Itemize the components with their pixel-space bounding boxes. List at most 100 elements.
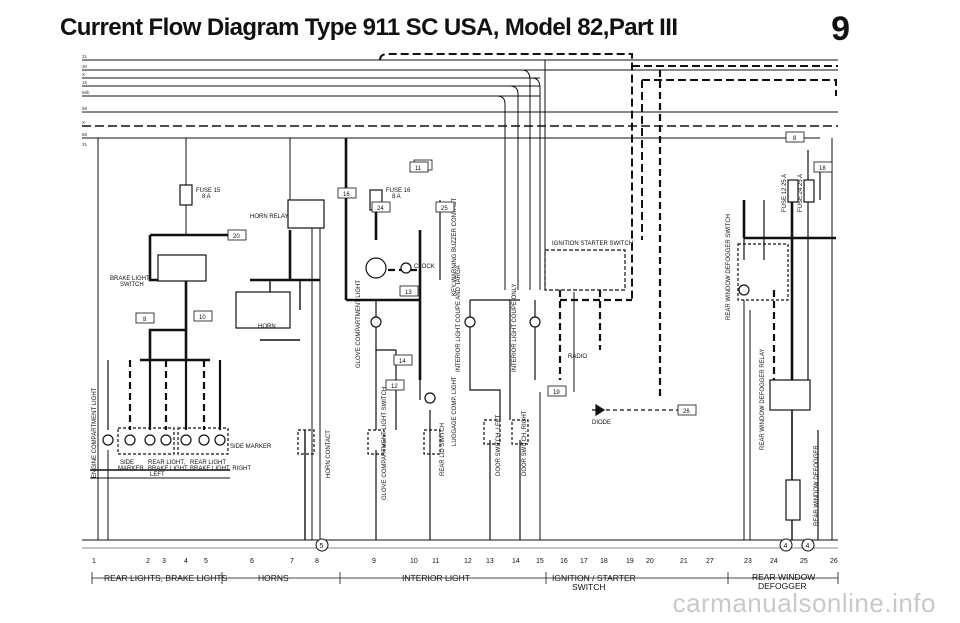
svg-text:8: 8	[793, 136, 797, 142]
bus-label-layer: 31 30 X 15 56b 58 X 58 31	[82, 54, 90, 147]
svg-text:11: 11	[415, 166, 422, 172]
column-number: 12	[464, 558, 472, 565]
tag-t16: 16	[337, 187, 357, 199]
interior-light-coupe-icon	[529, 316, 541, 328]
clock-lamp-icon	[400, 262, 412, 274]
rear-light-left-2-icon	[160, 434, 172, 446]
rear-light-right-label-2: BRAKE LIGHT, RIGHT	[190, 466, 251, 472]
svg-text:26: 26	[683, 409, 690, 415]
column-number: 16	[560, 558, 568, 565]
tag-t26: 26	[677, 404, 697, 416]
svg-text:8: 8	[143, 317, 147, 323]
svg-text:19: 19	[553, 390, 560, 396]
rear-lid-switch-label: REAR LID SWITCH	[440, 423, 446, 476]
column-number: 19	[626, 558, 634, 565]
horn-icon	[235, 291, 291, 329]
bus-label: 31	[82, 142, 88, 147]
section-rule	[91, 572, 839, 584]
rear-light-right-2-icon	[198, 434, 210, 446]
rear-light-box-right	[177, 427, 229, 455]
column-number: 21	[680, 558, 688, 565]
interior-light-label: INTERIOR LIGHT COUPE AND TARGA	[456, 265, 462, 372]
bus-label: 56b	[82, 90, 90, 95]
luggage-light-icon	[424, 392, 436, 404]
svg-text:12: 12	[391, 384, 398, 390]
rear-lid-switch-icon	[423, 429, 441, 455]
clock-icon	[365, 257, 387, 279]
svg-text:4: 4	[806, 543, 810, 550]
tag-tb: 8	[785, 131, 805, 143]
svg-text:4: 4	[784, 543, 788, 550]
glove-switch-label: GLOVE COMPARTMENT LIGHT SWITCH	[382, 387, 388, 500]
fuse16-label-1: FUSE 16	[386, 188, 411, 194]
section-defogger: REAR WINDOW	[752, 572, 815, 582]
rear-light-right-label-1: REAR LIGHT	[190, 460, 226, 466]
defogger-relay-icon	[769, 379, 811, 411]
tag-t18: 18	[813, 161, 833, 173]
watermark: carmanualsonline.info	[672, 588, 936, 618]
tag-t12: 12	[385, 379, 405, 391]
door-switch-right-icon	[511, 419, 529, 445]
column-number: 7	[290, 558, 294, 565]
engine-light-label: ENGINE COMPARTMENT LIGHT	[92, 387, 98, 478]
column-number: 20	[646, 558, 654, 565]
tag-t19: 19	[547, 385, 567, 397]
column-number: 18	[600, 558, 608, 565]
interior-light-coupe-label: INTERIOR LIGHT COUPE ONLY	[512, 284, 518, 372]
svg-text:14: 14	[399, 359, 406, 365]
column-number: 26	[830, 558, 838, 565]
rear-light-left-label-3: LEFT	[150, 472, 165, 478]
page-title: Current Flow Diagram Type 911 SC USA, Mo…	[60, 14, 678, 41]
engine-light-icon	[102, 434, 114, 446]
fuse24-label: FUSE 24 25 A	[798, 174, 804, 212]
tag-t24: 24	[371, 201, 391, 213]
rear-light-left-label-2: BRAKE LIGHT,	[148, 466, 189, 472]
glove-switch-icon	[367, 429, 385, 455]
column-number: 1	[92, 558, 96, 565]
fuse-15-icon	[179, 184, 193, 206]
fuse12-label: FUSE 12 25 A	[782, 174, 788, 212]
circle-ref: 4	[801, 538, 815, 552]
rear-light-left-label-1: REAR LIGHT,	[148, 460, 185, 466]
tag-t10: 10	[193, 310, 213, 322]
defogger-heater-icon	[785, 479, 801, 521]
horn-relay-label: HORN RELAY	[250, 214, 289, 220]
key-buzzer-label: KEY WARNING BUZZER CONTACT	[452, 197, 458, 296]
fuse-12-icon	[787, 179, 799, 203]
label-layer: FUSE 15 8 A FUSE 16 8 A HORN RELAY HORN …	[92, 174, 820, 526]
brake-switch-label-2: SWITCH	[120, 282, 144, 288]
side-marker-left-icon	[124, 434, 136, 446]
tag-t8: 8	[135, 312, 155, 324]
svg-text:18: 18	[819, 166, 826, 172]
ignition-switch-label: IGNITION STARTER SWITCH	[552, 241, 633, 247]
door-left-label: DOOR SWITCH, LEFT	[496, 414, 502, 476]
section-horns: HORNS	[258, 573, 289, 583]
column-number: 14	[512, 558, 520, 565]
door-switch-left-icon	[483, 419, 501, 445]
bus-label: 58	[82, 106, 88, 111]
bus-label: 31	[82, 54, 88, 59]
fuse15-label-1: FUSE 15	[196, 188, 221, 194]
column-number: 4	[184, 558, 188, 565]
side-marker-left-label-2: MARKER	[118, 466, 144, 472]
tag-t25: 25	[435, 201, 455, 213]
tag-t13: 13	[399, 285, 419, 297]
side-marker-right-icon	[214, 434, 226, 446]
circle-ref: 5	[315, 538, 329, 552]
section-ignition: IGNITION / STARTER	[552, 573, 636, 583]
svg-text:10: 10	[199, 315, 206, 321]
horn-contact-label: HORN CONTACT	[326, 430, 332, 478]
bus-label: X	[82, 72, 85, 77]
column-number: 8	[315, 558, 319, 565]
door-right-label: DOOR SWITCH, RIGHT	[522, 410, 528, 476]
bus-label: X	[82, 120, 85, 125]
glove-light-label: GLOVE COMPARTMENT LIGHT	[356, 280, 362, 368]
column-number: 27	[706, 558, 714, 565]
svg-text:16: 16	[343, 192, 350, 198]
bus-label: 58	[82, 132, 88, 137]
column-number: 10	[410, 558, 418, 565]
svg-text:5: 5	[320, 543, 324, 550]
defogger-relay-label: REAR WINDOW DEFOGGER RELAY	[760, 348, 766, 450]
